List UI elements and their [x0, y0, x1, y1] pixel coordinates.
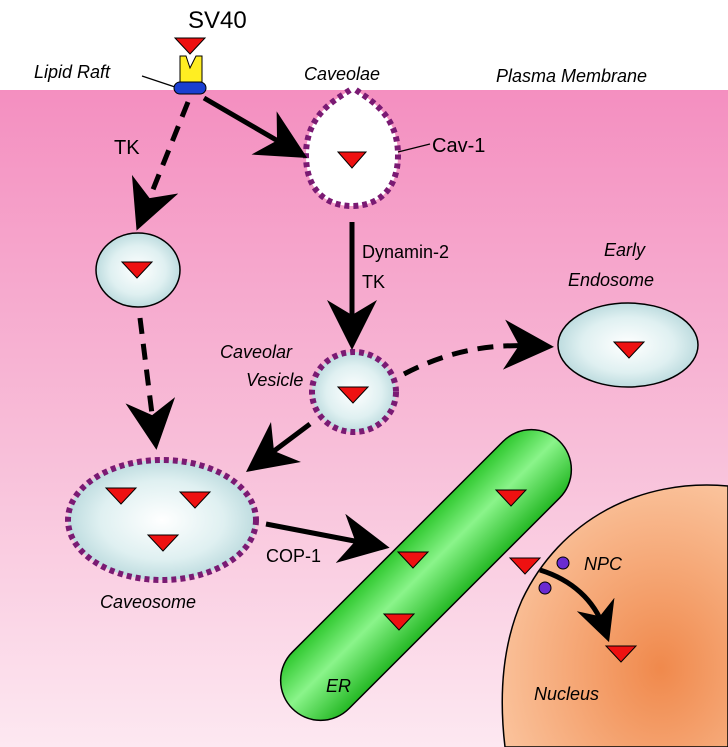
sv40-virion [336, 386, 370, 404]
sv40-virion [104, 487, 138, 505]
caveolae-pit [302, 87, 402, 210]
sv40-virions [104, 37, 646, 663]
sv40-virion [396, 551, 430, 569]
label-endosome: Endosome [568, 270, 654, 290]
sv40-virion [612, 341, 646, 359]
label-cop1: COP-1 [266, 546, 321, 566]
label-tk-center: TK [362, 272, 385, 292]
label-early: Early [604, 240, 646, 260]
label-npc: NPC [584, 554, 623, 574]
receptor [179, 55, 203, 83]
arrow-er-to-nucleus [539, 567, 615, 643]
label-lipid-raft: Lipid Raft [34, 62, 111, 82]
sv40-virion [146, 534, 180, 552]
lipid-raft [173, 81, 207, 95]
lipid-raft-leader-line [141, 75, 179, 89]
label-tk-left: TK [114, 137, 140, 159]
sv40-virion [494, 489, 528, 507]
arrow-vesicle-to-caveosome [125, 317, 176, 450]
label-caveosome: Caveosome [100, 592, 196, 612]
arrow-caveosome-to-er [265, 513, 390, 563]
arrow-raft-to-caveolae [202, 95, 308, 159]
label-plasma-membrane: Plasma Membrane [496, 66, 647, 86]
sv40-virion [604, 645, 638, 663]
cav1-leader-line [397, 143, 431, 153]
npc-pore [538, 581, 552, 595]
caveosome [65, 457, 259, 583]
npc-pore [556, 556, 570, 570]
sv40-virion [382, 613, 416, 631]
sv40-virion [178, 491, 212, 509]
label-caveolar: Caveolar [220, 342, 293, 362]
sv40-virion [508, 557, 542, 575]
endoplasmic-reticulum [279, 428, 573, 722]
sv40-virion [336, 151, 368, 169]
arrow-caveolar-vesicle-to-caveosome [246, 422, 312, 472]
arrow-raft-to-vesicle-tk [131, 101, 191, 231]
label-er: ER [326, 676, 351, 696]
label-vesicle: Vesicle [246, 370, 303, 390]
label-cav1: Cav-1 [432, 135, 485, 157]
sv40-virion [120, 261, 154, 279]
nucleus [501, 484, 728, 747]
label-caveolae: Caveolae [304, 64, 380, 84]
label-sv40: SV40 [188, 7, 247, 34]
sv40-virion [173, 37, 207, 55]
label-nucleus: Nucleus [534, 684, 599, 704]
label-dynamin2: Dynamin-2 [362, 242, 449, 262]
